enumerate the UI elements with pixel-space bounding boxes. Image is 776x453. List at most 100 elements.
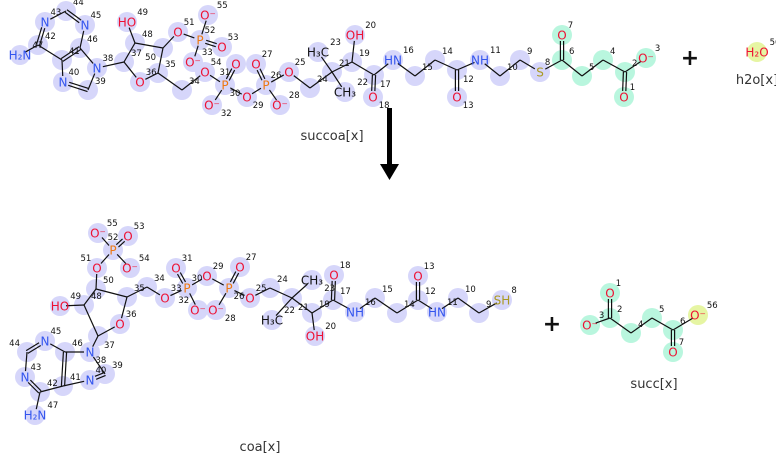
atom-symbol: O — [202, 270, 211, 284]
atom-symbol: O — [245, 292, 254, 306]
atom-highlight — [308, 42, 328, 62]
bond-line — [83, 288, 97, 306]
bond-line — [441, 297, 459, 310]
bond-line — [396, 299, 419, 314]
molecule-name-h2o: h2o[x] — [736, 73, 776, 88]
bond-line — [60, 351, 65, 386]
atom-highlight — [110, 314, 130, 334]
atom-number: 25 — [295, 58, 306, 68]
bond-line — [595, 317, 611, 324]
atom-highlight — [256, 75, 276, 95]
bond-line — [268, 89, 278, 101]
bonds — [595, 299, 694, 346]
atom-number: 30 — [230, 89, 241, 99]
atom-highlight — [345, 25, 365, 45]
atom-symbol: OH — [306, 330, 324, 344]
atom-number: 12 — [463, 75, 474, 85]
atom-number: 18 — [379, 101, 390, 111]
atom-highlights — [580, 283, 708, 362]
bond-line — [269, 287, 293, 299]
bond-line — [209, 74, 221, 83]
bond-line — [189, 293, 196, 305]
bond-line — [50, 10, 67, 20]
atom-highlight — [663, 342, 683, 362]
bond-line — [397, 63, 416, 77]
bond-line — [115, 238, 123, 246]
atom-number: 55 — [217, 1, 228, 11]
bond-line — [145, 72, 159, 80]
atom-number: 28 — [289, 91, 300, 101]
molecule-name-succ: succ[x] — [630, 377, 677, 392]
atom-highlight — [492, 290, 512, 310]
atom-number: 14 — [404, 300, 415, 310]
atom-symbol: O — [619, 91, 628, 105]
atom-symbol: OH — [346, 29, 364, 43]
atom-number: 10 — [507, 63, 518, 73]
bond-line — [228, 69, 236, 81]
bond-line — [581, 59, 604, 77]
atom-number: 6 — [680, 317, 685, 327]
bond-line — [38, 28, 46, 46]
atom-number: 24 — [317, 75, 328, 85]
bond-line — [414, 59, 436, 77]
atom-number: 38 — [95, 356, 106, 366]
atom-symbol: S — [536, 66, 544, 80]
atom-symbol: O⁻ — [208, 304, 224, 318]
atom-number: 43 — [30, 363, 41, 373]
atom-number: 8 — [511, 286, 516, 296]
atom-highlight — [688, 305, 708, 325]
reaction-arrow-icon — [380, 108, 399, 180]
atom-highlight — [80, 342, 100, 362]
atom-highlights — [747, 42, 767, 62]
atom-number: 56 — [770, 38, 776, 48]
bond-line — [194, 45, 199, 57]
atom-symbol: O — [173, 26, 182, 40]
atom-number: 54 — [211, 58, 222, 68]
bond-line — [374, 75, 377, 92]
bond-line — [157, 72, 183, 91]
atom-number: 29 — [253, 101, 264, 111]
bond-line — [651, 317, 674, 331]
bond-line — [275, 297, 293, 316]
atom-number: 38 — [102, 54, 113, 64]
molecule-name-succoa: succoa[x] — [300, 129, 363, 144]
atom-symbol: O — [413, 270, 422, 284]
atom-number: 16 — [403, 46, 414, 56]
bond-line — [65, 304, 85, 307]
atom-number: 53 — [228, 33, 239, 43]
bond-line — [478, 302, 498, 314]
bond-line — [256, 69, 263, 81]
atom-highlight — [270, 95, 290, 115]
atom-number: 50 — [145, 53, 156, 63]
bond-line — [63, 352, 68, 387]
atom-number: 34 — [154, 274, 165, 284]
bond-line — [201, 20, 207, 35]
bond-line — [311, 299, 334, 314]
atom-number: 14 — [442, 47, 453, 57]
bond-line — [484, 63, 501, 77]
bond-line — [205, 42, 216, 48]
bond-line — [259, 68, 266, 80]
atom-symbol: O⁻ — [190, 304, 206, 318]
atom-highlight — [305, 326, 325, 346]
plus-sign-reactants: + — [681, 46, 699, 71]
atom-number: 24 — [277, 275, 288, 285]
atom-number: 33 — [171, 284, 182, 294]
bond-line — [609, 317, 632, 334]
atom-number: 52 — [205, 26, 216, 36]
bond-line — [311, 312, 315, 331]
atom-symbol: H₂N — [24, 409, 47, 423]
bond-line — [630, 317, 653, 334]
atom-number: 13 — [463, 101, 474, 111]
bond-line — [95, 273, 98, 290]
bond-line — [162, 35, 175, 49]
bond-line — [179, 272, 187, 283]
bond-line — [331, 61, 353, 73]
molecule-coa: SH8910HN1112O131415NH1617O1819OH2021H₃C2… — [9, 219, 517, 425]
atom-symbol: H₃C — [261, 314, 283, 328]
atom-number: 39 — [112, 361, 123, 371]
bond-line — [544, 59, 563, 70]
atom-symbol: P — [109, 244, 116, 258]
atom-symbol: O — [605, 287, 614, 301]
atom-number: 27 — [246, 253, 257, 263]
